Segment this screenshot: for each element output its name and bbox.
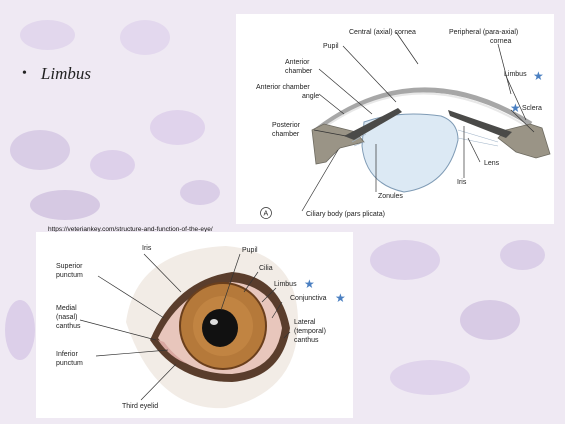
label-inferior-punctum-2: punctum bbox=[56, 360, 83, 367]
bg-cell bbox=[10, 130, 70, 170]
cross-section-figure: Central (axial) cornea Peripheral (para-… bbox=[236, 14, 554, 224]
bullet-dot: • bbox=[22, 66, 27, 81]
label-limbus: Limbus bbox=[504, 71, 527, 78]
label-inferior-punctum: Inferior bbox=[56, 351, 78, 358]
bg-cell bbox=[460, 300, 520, 340]
label-panel-letter: A bbox=[264, 211, 269, 218]
label-iris: Iris bbox=[457, 179, 467, 186]
bg-cell bbox=[150, 110, 205, 145]
label-lateral-canthus-2: (temporal) bbox=[294, 328, 326, 335]
bg-cell bbox=[390, 360, 470, 395]
label-conjunctiva: Conjunctiva bbox=[290, 295, 327, 302]
external-eye-svg: Superior punctum Iris Pupil Cilia Limbus… bbox=[36, 232, 353, 418]
label-zonules: Zonules bbox=[378, 193, 403, 200]
label-pupil: Pupil bbox=[323, 43, 339, 50]
label-ac-angle-2: angle bbox=[302, 93, 319, 100]
bg-cell bbox=[500, 240, 545, 270]
label-ciliary-body: Ciliary body (pars plicata) bbox=[306, 211, 385, 218]
label-third-eyelid: Third eyelid bbox=[122, 403, 158, 410]
label-pupil: Pupil bbox=[242, 247, 258, 254]
label-ac-angle: Anterior chamber bbox=[256, 84, 310, 91]
bullet-item: • Limbus bbox=[22, 64, 91, 84]
cross-section-svg: Central (axial) cornea Peripheral (para-… bbox=[236, 14, 554, 224]
label-anterior-chamber-2: chamber bbox=[285, 68, 313, 75]
label-lateral-canthus-3: canthus bbox=[294, 337, 319, 344]
star-icon: ★ bbox=[335, 291, 346, 305]
label-central-cornea: Central (axial) cornea bbox=[349, 29, 416, 36]
label-posterior-chamber-2: chamber bbox=[272, 131, 300, 138]
bg-cell bbox=[370, 240, 440, 280]
external-eye-figure: Superior punctum Iris Pupil Cilia Limbus… bbox=[36, 232, 353, 418]
right-sclera-shape bbox=[498, 124, 550, 158]
label-sclera: Sclera bbox=[522, 105, 542, 112]
label-lateral-canthus: Lateral bbox=[294, 319, 316, 326]
bg-cell bbox=[180, 180, 220, 205]
bg-cell bbox=[90, 150, 135, 180]
label-iris: Iris bbox=[142, 245, 152, 252]
star-icon: ★ bbox=[304, 277, 315, 291]
star-icon: ★ bbox=[510, 101, 521, 115]
label-posterior-chamber: Posterior bbox=[272, 122, 301, 129]
label-lens: Lens bbox=[484, 160, 500, 167]
label-superior-punctum: Superior bbox=[56, 263, 83, 270]
bg-cell bbox=[30, 190, 100, 220]
bg-cell bbox=[20, 20, 75, 50]
star-icon: ★ bbox=[533, 69, 544, 83]
bg-cell bbox=[5, 300, 35, 360]
label-peripheral-cornea-2: cornea bbox=[490, 38, 512, 45]
label-anterior-chamber: Anterior bbox=[285, 59, 310, 66]
label-medial-canthus-2: (nasal) bbox=[56, 314, 77, 321]
pupil-highlight bbox=[210, 319, 218, 325]
label-limbus: Limbus bbox=[274, 281, 297, 288]
label-medial-canthus-3: canthus bbox=[56, 323, 81, 330]
label-cilia: Cilia bbox=[259, 265, 273, 272]
label-peripheral-cornea: Peripheral (para-axial) bbox=[449, 29, 518, 36]
bg-cell bbox=[120, 20, 170, 55]
label-medial-canthus: Medial bbox=[56, 305, 77, 312]
label-superior-punctum-2: punctum bbox=[56, 272, 83, 279]
pupil-shape bbox=[202, 309, 238, 347]
bullet-text: Limbus bbox=[41, 64, 91, 83]
